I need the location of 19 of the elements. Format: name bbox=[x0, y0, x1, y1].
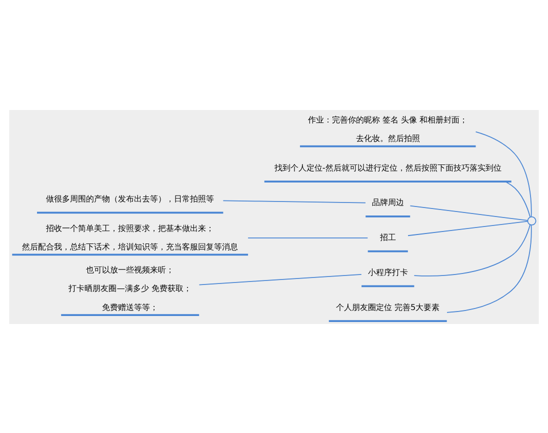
connector bbox=[222, 200, 366, 203]
connector bbox=[198, 274, 362, 285]
node-text: 做很多周围的产物（发布出去等），日常拍照等 bbox=[46, 192, 214, 203]
node-circle bbox=[527, 216, 536, 225]
connector bbox=[475, 130, 532, 217]
connector bbox=[414, 224, 531, 276]
node-text: 招收一个简单美工，按照要求，把基本做出来； 然后配合我，总结下话术，培训知识等，充当客服回复等消息 bbox=[22, 222, 238, 251]
connector bbox=[505, 180, 531, 217]
connector bbox=[248, 237, 368, 238]
connector bbox=[410, 204, 528, 220]
node-text: 也可以放一些视频来听； 打卡晒朋友圈—满多少 免费获取； 免费赠送等等； bbox=[68, 264, 192, 312]
node-text: 品牌周边 bbox=[372, 196, 404, 207]
node-text: 找到个人定位-然后就可以进行定位，然后按照下面技巧落实到位 bbox=[274, 162, 502, 172]
connector bbox=[408, 220, 528, 236]
connector bbox=[446, 224, 532, 312]
node-text: 招工 bbox=[380, 232, 396, 242]
node-text: 作业：完善你的昵称 签名 头像 和相册封面； 去化妆。然后拍照 bbox=[308, 114, 468, 143]
node-text: 个人朋友圈定位 完善5大要素 bbox=[336, 301, 440, 312]
node-text: 小程序打卡 bbox=[368, 266, 408, 276]
